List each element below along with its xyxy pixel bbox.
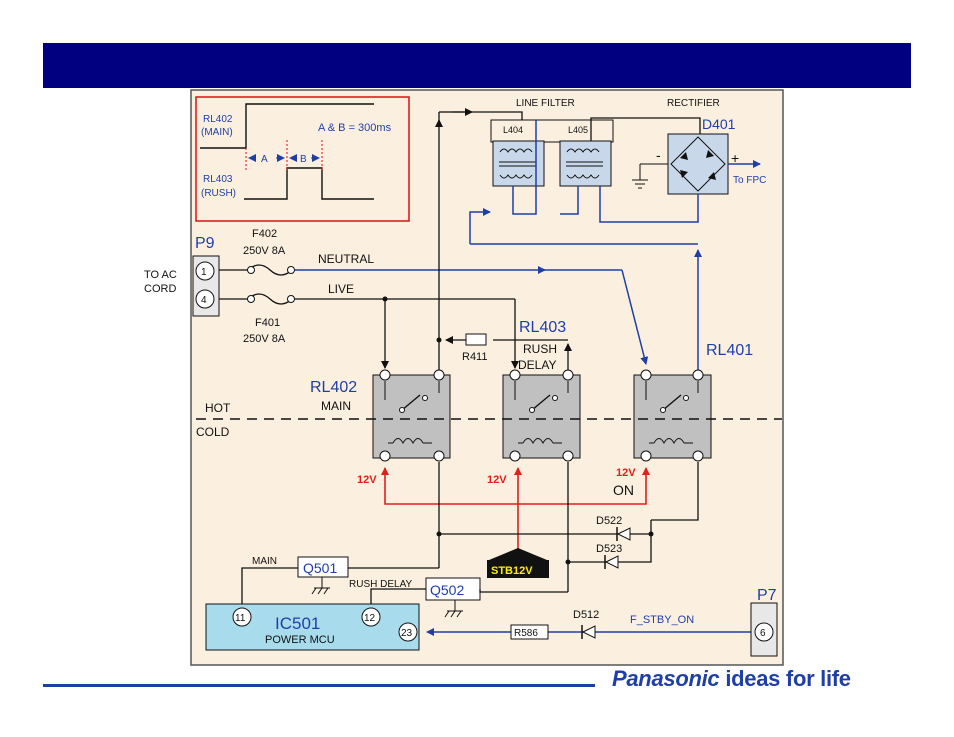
timing-rl403-label: RL403 bbox=[203, 174, 233, 185]
live-label: LIVE bbox=[328, 282, 354, 296]
d512-diode-icon bbox=[581, 625, 596, 639]
r411-resistor bbox=[465, 333, 487, 346]
timing-rl402-label: RL402 bbox=[203, 114, 233, 125]
d522-diode-icon bbox=[616, 527, 631, 541]
ic501-pin-11-label: 11 bbox=[235, 613, 246, 624]
rl403-delay: DELAY bbox=[518, 358, 556, 372]
rl401-12v-label: 12V bbox=[616, 467, 636, 479]
l404-label: L404 bbox=[503, 125, 523, 135]
l405-coil bbox=[559, 140, 612, 187]
rush-delay-signal-label: RUSH DELAY bbox=[349, 579, 412, 590]
rl403-label: RL403 bbox=[519, 319, 566, 336]
d523-label: D523 bbox=[596, 543, 622, 555]
brand-name: Panasonic bbox=[612, 666, 720, 691]
stb12v-label: STB12V bbox=[491, 565, 533, 577]
ic501-pin-12-label: 12 bbox=[364, 613, 376, 624]
hot-label: HOT bbox=[205, 401, 231, 415]
title-bar bbox=[43, 43, 911, 88]
timing-rl402-main: (MAIN) bbox=[201, 127, 233, 138]
p7-pin-6 bbox=[754, 622, 774, 642]
rl403-relay bbox=[502, 369, 581, 462]
rl402-label: RL402 bbox=[310, 379, 357, 396]
rl403-rush: RUSH bbox=[523, 342, 557, 356]
timing-formula: A & B = 300ms bbox=[318, 122, 392, 134]
d523-diode-icon bbox=[604, 555, 619, 569]
ic501-pin-23 bbox=[398, 622, 418, 642]
f402-fuse-icon bbox=[247, 264, 293, 276]
f401-label: F401 bbox=[255, 317, 280, 329]
f401-rating: 250V 8A bbox=[243, 333, 286, 345]
d401-label: D401 bbox=[702, 116, 736, 132]
p9-pin-4-label: 4 bbox=[201, 295, 207, 306]
rl401-label: RL401 bbox=[706, 342, 753, 359]
cold-label: COLD bbox=[196, 425, 230, 439]
p7-label: P7 bbox=[757, 587, 777, 604]
p9-label: P9 bbox=[195, 235, 215, 252]
q501-label: Q501 bbox=[303, 560, 337, 576]
line-filter-label: LINE FILTER bbox=[516, 98, 575, 109]
on-label: ON bbox=[613, 482, 634, 498]
d401-bridge-rectifier bbox=[667, 133, 729, 195]
to-ac-label: TO AC bbox=[144, 269, 177, 281]
p9-pin-4 bbox=[195, 289, 215, 309]
f402-label: F402 bbox=[252, 228, 277, 240]
power-mcu-label: POWER MCU bbox=[265, 634, 335, 646]
r586-resistor bbox=[510, 624, 549, 640]
rectifier-label: RECTIFIER bbox=[667, 98, 720, 109]
rectifier-ground-icon bbox=[632, 163, 668, 189]
rl403-12v-label: 12V bbox=[487, 474, 507, 486]
ic501-pin-12 bbox=[361, 607, 381, 627]
timing-rl403-rush: (RUSH) bbox=[201, 188, 236, 199]
timing-a-label: A bbox=[261, 154, 268, 165]
p7-pin-6-label: 6 bbox=[760, 628, 766, 639]
ic501-label: IC501 bbox=[275, 614, 320, 633]
q502-ground-icon bbox=[444, 600, 463, 618]
rl403-waveform bbox=[244, 167, 374, 200]
to-fpc-label: To FPC bbox=[733, 175, 766, 186]
d512-label: D512 bbox=[573, 609, 599, 621]
rl402-waveform bbox=[200, 103, 374, 149]
f-stby-on-label: F_STBY_ON bbox=[630, 614, 694, 626]
cord-label: CORD bbox=[144, 283, 176, 295]
ic501-pin-11 bbox=[232, 607, 252, 627]
q502-label: Q502 bbox=[430, 582, 464, 598]
rl402-relay bbox=[372, 369, 451, 462]
neutral-label: NEUTRAL bbox=[318, 252, 374, 266]
p9-pin-1 bbox=[195, 261, 215, 281]
q501-transistor bbox=[297, 556, 349, 578]
f402-rating: 250V 8A bbox=[243, 245, 286, 257]
rectifier-minus: - bbox=[656, 147, 661, 163]
stb12v-source bbox=[487, 560, 549, 578]
rl401-relay bbox=[633, 369, 712, 462]
p9-pin-1-label: 1 bbox=[201, 267, 207, 278]
timing-b-label: B bbox=[300, 154, 307, 165]
r411-label: R411 bbox=[462, 351, 487, 363]
rl402-12v-label: 12V bbox=[357, 474, 377, 486]
ic501-pin-23-label: 23 bbox=[401, 628, 413, 639]
rl402-main: MAIN bbox=[321, 399, 351, 413]
r586-label: R586 bbox=[514, 628, 538, 639]
q501-ground-icon bbox=[311, 577, 330, 595]
brand-tagline: ideas for life bbox=[725, 666, 851, 691]
footer-divider bbox=[43, 684, 595, 687]
f401-fuse-icon bbox=[247, 293, 293, 305]
l405-label: L405 bbox=[568, 125, 588, 135]
main-signal-label: MAIN bbox=[252, 556, 277, 567]
rectifier-plus: + bbox=[731, 150, 739, 166]
d522-label: D522 bbox=[596, 515, 622, 527]
timing-chart-box bbox=[195, 96, 410, 222]
